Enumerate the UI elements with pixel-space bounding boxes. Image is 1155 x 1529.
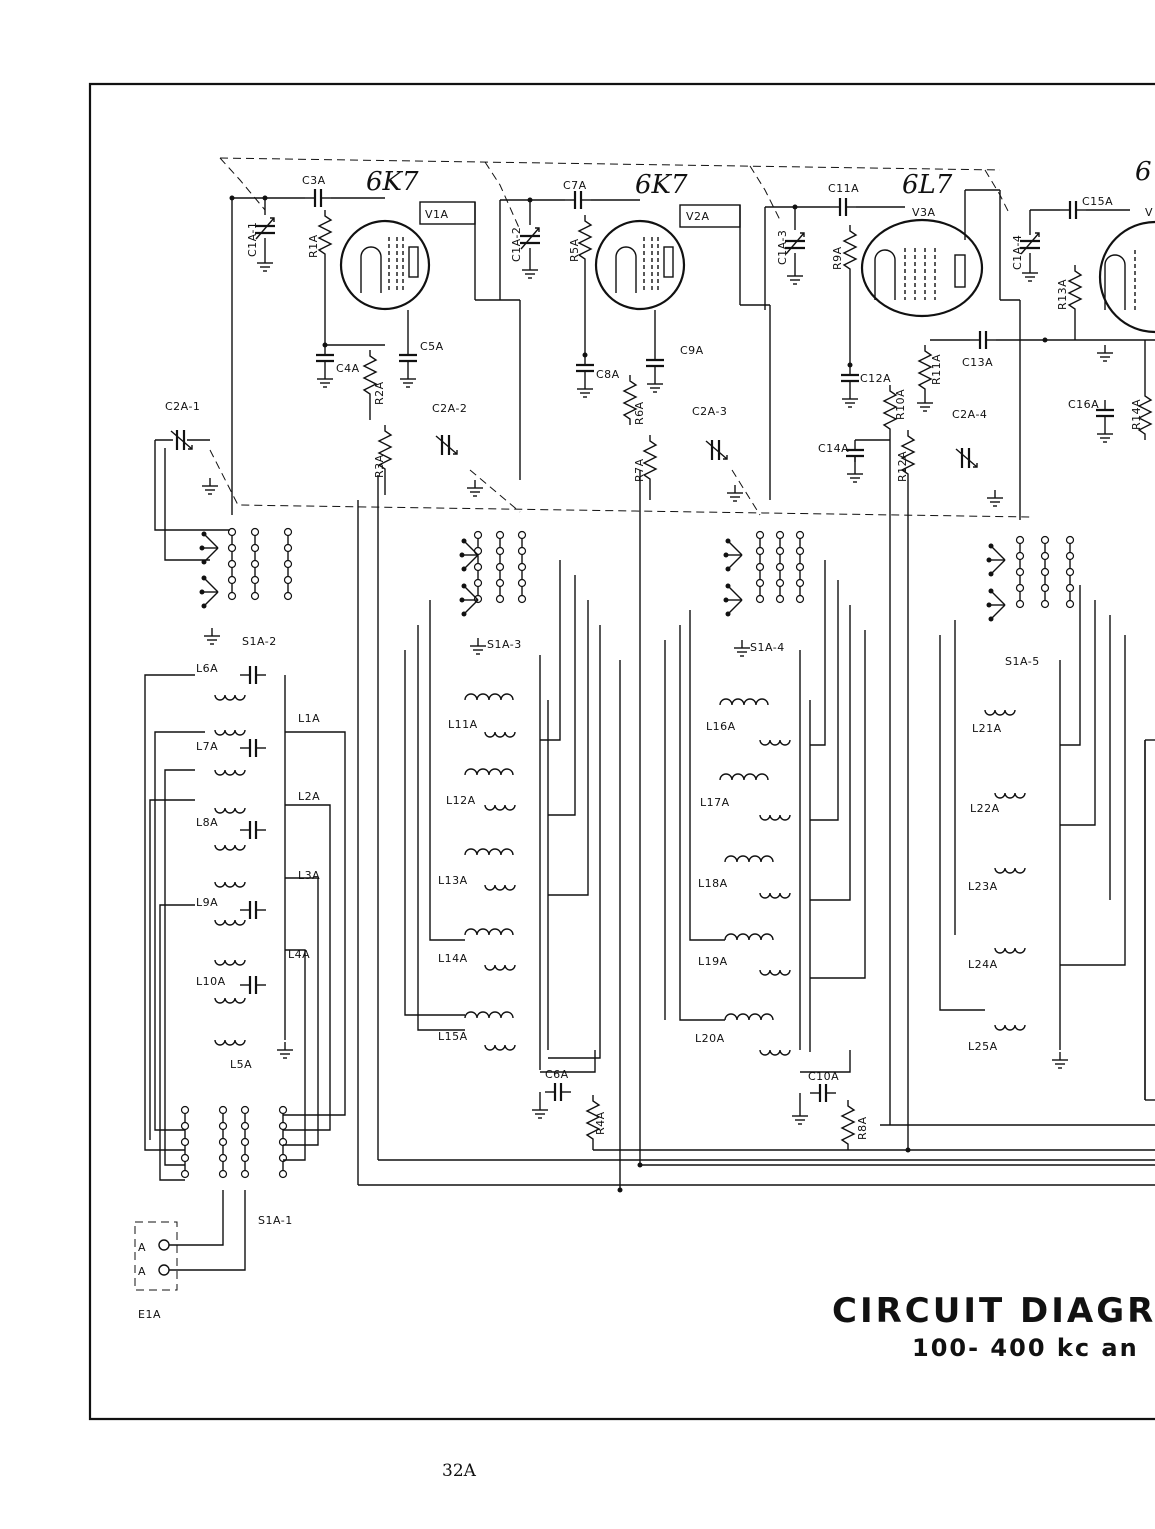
tuning-gang (155, 428, 1004, 507)
label-l9a: L9A (196, 896, 218, 909)
tube-label-v3: V3A (912, 206, 936, 219)
label-l14a: L14A (438, 952, 468, 965)
label-c8a: C8A (596, 368, 620, 381)
label-l24a: L24A (968, 958, 998, 971)
label-l3a: L3A (298, 869, 320, 882)
label-l1a: L1A (298, 712, 320, 725)
coils-col3 (664, 560, 866, 1056)
label-r9a: R9A (831, 246, 844, 270)
label-c7a: C7A (563, 179, 587, 192)
label-e1a: E1A (138, 1308, 161, 1321)
label-c9a: C9A (680, 344, 704, 357)
label-r12a: R12A (896, 451, 909, 482)
label-r8a: R8A (856, 1116, 869, 1140)
label-l22a: L22A (970, 802, 1000, 815)
label-l8a: L8A (196, 816, 218, 829)
diagram-subtitle: 100- 400 kc an (912, 1334, 1139, 1362)
antenna-block (134, 1190, 246, 1291)
tube-type-v1: 6K7 (366, 167, 419, 197)
sheet-border (88, 82, 1155, 1421)
label-l16a: L16A (706, 720, 736, 733)
label-c1a-1: C1A-1 (246, 222, 259, 257)
label-c1a-2: C1A-2 (510, 227, 523, 262)
label-l23a: L23A (968, 880, 998, 893)
label-r14a: R14A (1130, 399, 1143, 430)
label-l6a: L6A (196, 662, 218, 675)
label-l11a: L11A (448, 718, 478, 731)
label-r7a: R7A (633, 458, 646, 482)
label-l5a: L5A (230, 1058, 252, 1071)
coils-col1 (214, 664, 294, 1059)
tube-label-v1: V1A (425, 208, 449, 221)
label-c2a-4: C2A-4 (952, 408, 987, 421)
label-l25a: L25A (968, 1040, 998, 1053)
label-c2a-3: C2A-3 (692, 405, 727, 418)
label-s1a-1: S1A-1 (258, 1214, 293, 1227)
label-c4a: C4A (336, 362, 360, 375)
gang-linkage (219, 157, 266, 211)
label-r11a: R11A (930, 354, 943, 385)
label-c5a: C5A (420, 340, 444, 353)
label-c13a: C13A (962, 356, 993, 369)
tube-type-v2: 6K7 (635, 170, 688, 200)
label-c6a: C6A (545, 1068, 569, 1081)
label-l12a: L12A (446, 794, 476, 807)
label-c11a: C11A (828, 182, 859, 195)
label-c12a: C12A (860, 372, 891, 385)
label-c3a: C3A (302, 174, 326, 187)
label-c14a: C14A (818, 442, 849, 455)
label-r10a: R10A (894, 389, 907, 420)
label-s1a-5: S1A-5 (1005, 655, 1040, 668)
label-s1a-4: S1A-4 (750, 641, 785, 654)
tube-label-v2: V2A (686, 210, 710, 223)
label-r5a: R5A (568, 238, 581, 262)
label-s1a-2: S1A-2 (242, 635, 277, 648)
label-l17a: L17A (700, 796, 730, 809)
tube-type-v4: 6 (1135, 157, 1152, 187)
label-l20a: L20A (695, 1032, 725, 1045)
label-c16a: C16A (1068, 398, 1099, 411)
antenna-terminal-2: A (138, 1265, 146, 1278)
label-c2a-2: C2A-2 (432, 402, 467, 415)
label-s1a-3: S1A-3 (487, 638, 522, 651)
label-r1a: R1A (307, 234, 320, 258)
label-r3a: R3A (373, 454, 386, 478)
label-c15a: C15A (1082, 195, 1113, 208)
tube-type-v3: 6L7 (902, 170, 953, 200)
label-r2a: R2A (373, 381, 386, 405)
stage-1 (229, 187, 521, 515)
antenna-terminal-1: A (138, 1241, 146, 1254)
bus-wiring (144, 440, 1155, 1193)
label-l7a: L7A (196, 740, 218, 753)
label-c2a-1: C2A-1 (165, 400, 200, 413)
label-c1a-4: C1A-4 (1011, 235, 1024, 270)
label-l21a: L21A (972, 722, 1002, 735)
label-l18a: L18A (698, 877, 728, 890)
label-l10a: L10A (196, 975, 226, 988)
label-r4a: R4A (594, 1111, 607, 1135)
component-labels: 6K7 6K7 6L7 6 V1A V2A V3A V C3A C7A C11A… (138, 157, 1153, 1321)
label-l2a: L2A (298, 790, 320, 803)
label-l4a: L4A (288, 948, 310, 961)
label-r13a: R13A (1056, 279, 1069, 310)
diagram-title: CIRCUIT DIAGRA (832, 1291, 1155, 1331)
page-number: 32A (442, 1461, 477, 1481)
label-l19a: L19A (698, 955, 728, 968)
label-l13a: L13A (438, 874, 468, 887)
label-l15a: L15A (438, 1030, 468, 1043)
stage-3 (764, 189, 1155, 1150)
label-c10a: C10A (808, 1070, 839, 1083)
coils-col2 (404, 560, 601, 1070)
coils-col4 (939, 585, 1146, 1100)
label-c1a-3: C1A-3 (776, 230, 789, 265)
tube-label-v4: V (1145, 206, 1153, 219)
label-r6a: R6A (633, 401, 646, 425)
stage-2 (499, 189, 771, 500)
